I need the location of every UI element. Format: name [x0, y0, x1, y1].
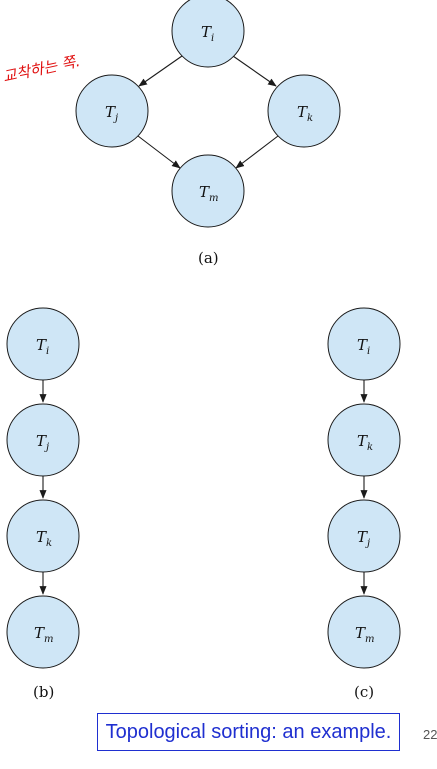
svg-text:Tk: Tk: [36, 528, 52, 549]
graph-a-edges: [137, 55, 279, 169]
slide-title: Topological sorting: an example.: [105, 720, 392, 743]
node-b-tj: Tj: [6, 403, 80, 477]
svg-text:Tj: Tj: [357, 528, 370, 549]
node-c-tm: Tm: [327, 595, 401, 669]
svg-text:Tm: Tm: [199, 183, 219, 204]
node-c-ti: Ti: [327, 307, 401, 381]
edge-a-ti-tk: [232, 55, 277, 87]
svg-text:Tm: Tm: [34, 624, 54, 645]
caption-a: (a): [198, 249, 219, 267]
node-a-ti: Ti: [171, 0, 245, 68]
node-c-tk: Tk: [327, 403, 401, 477]
svg-text:Tk: Tk: [297, 103, 313, 124]
svg-text:Tm: Tm: [355, 624, 375, 645]
slide-title-box: Topological sorting: an example.: [97, 713, 400, 751]
node-a-tm: Tm: [171, 154, 245, 228]
node-b-tm: Tm: [6, 595, 80, 669]
node-c-tj: Tj: [327, 499, 401, 573]
page-number: 22: [423, 727, 437, 742]
svg-text:Tj: Tj: [36, 432, 49, 453]
svg-text:Tk: Tk: [357, 432, 373, 453]
caption-c: (c): [354, 683, 374, 701]
svg-text:Ti: Ti: [201, 23, 214, 44]
node-b-ti: Ti: [6, 307, 80, 381]
edge-a-tk-tm: [235, 135, 279, 169]
node-a-tj: Tj: [75, 74, 149, 148]
node-b-tk: Tk: [6, 499, 80, 573]
edge-a-tj-tm: [137, 135, 181, 169]
svg-text:Ti: Ti: [357, 336, 370, 357]
handwritten-annotation: 교착하는 쪽.: [1, 52, 82, 86]
caption-b: (b): [33, 683, 54, 701]
svg-text:Ti: Ti: [36, 336, 49, 357]
edge-a-ti-tj: [138, 55, 183, 87]
svg-text:Tj: Tj: [105, 103, 118, 124]
node-a-tk: Tk: [267, 74, 341, 148]
